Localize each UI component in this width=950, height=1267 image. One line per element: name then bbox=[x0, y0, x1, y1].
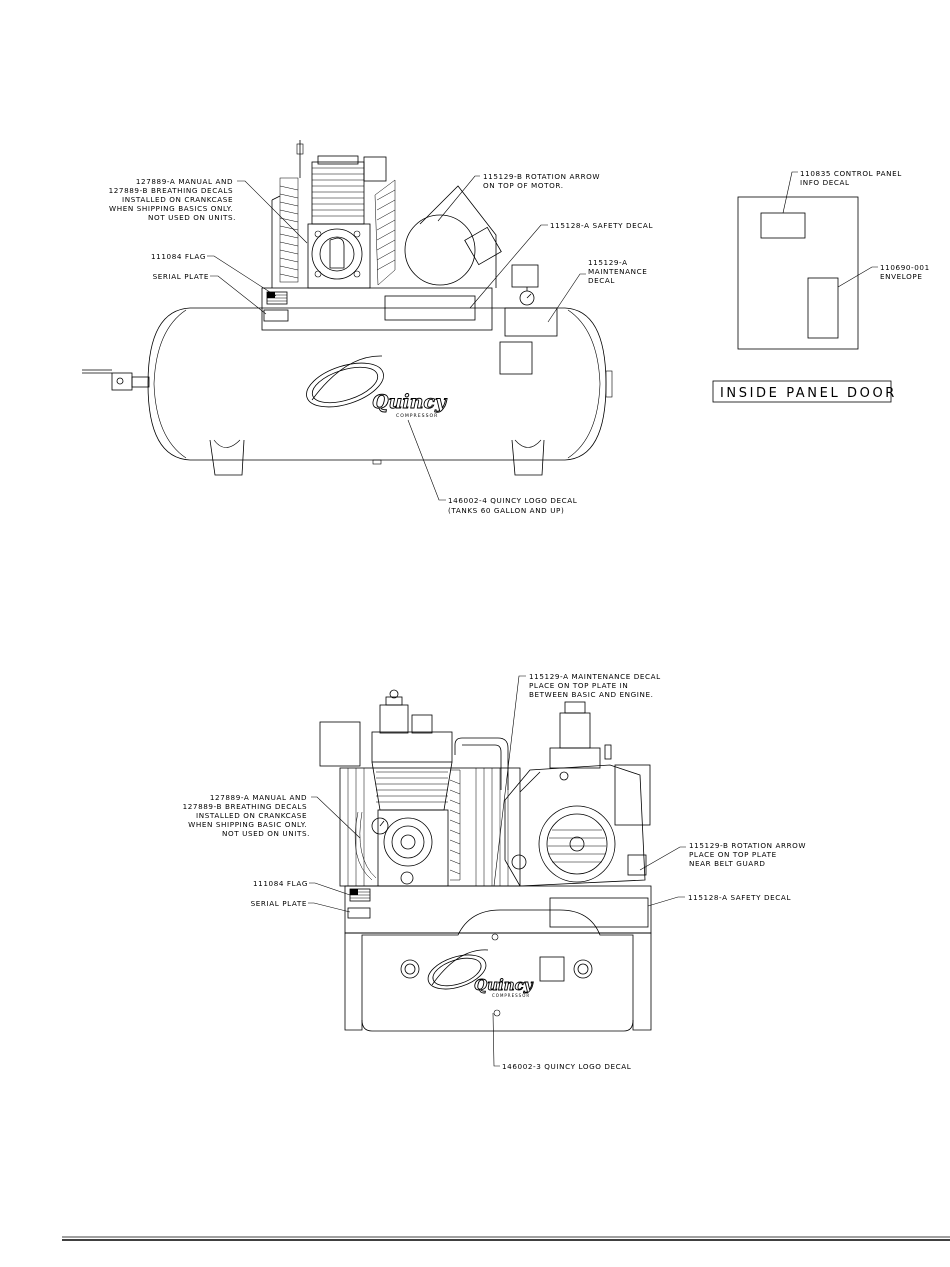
safety-decal-marker bbox=[384, 295, 476, 321]
top-manual-decal-label: 127889-A MANUAL AND 127889-B BREATHING D… bbox=[109, 177, 236, 222]
logo-subtext-2: COMPRESSOR bbox=[492, 993, 530, 998]
top-logo-decal-label: 146002-4 QUINCY LOGO DECAL (TANKS 60 GAL… bbox=[448, 496, 580, 515]
bottom-logo-decal-label: 146002-3 QUINCY LOGO DECAL bbox=[502, 1062, 631, 1071]
top-rotation-arrow-label: 115129-B ROTATION ARROW ON TOP OF MOTOR. bbox=[483, 172, 603, 190]
bottom-flag-label: 111084 FLAG bbox=[253, 879, 308, 888]
engine-fan-icon bbox=[538, 805, 616, 883]
panel-door-drawing: 110835 CONTROL PANEL INFO DECAL 110690-0… bbox=[712, 169, 933, 403]
safety-decal-marker-2 bbox=[549, 897, 649, 928]
logo-brand-2: Quincy bbox=[474, 976, 534, 994]
top-flag-label: 111084 FLAG bbox=[151, 252, 206, 261]
serial-plate-marker bbox=[263, 309, 289, 322]
logo-brand: Quincy bbox=[372, 391, 448, 413]
top-callouts: 127889-A MANUAL AND 127889-B BREATHING D… bbox=[109, 172, 653, 515]
control-panel-decal-label: 110835 CONTROL PANEL INFO DECAL bbox=[800, 169, 905, 187]
top-safety-decal-label: 115128-A SAFETY DECAL bbox=[550, 221, 653, 230]
bottom-maintenance-decal-label: 115129-A MAINTENANCE DECAL PLACE ON TOP … bbox=[529, 672, 664, 699]
tank-compressor-drawing: Quincy COMPRESSOR bbox=[82, 140, 613, 476]
bottom-callout-leaders bbox=[308, 675, 686, 1067]
flag-icon bbox=[266, 291, 288, 305]
serial-plate-marker-2 bbox=[347, 907, 371, 919]
bottom-serial-plate-label: SERIAL PLATE bbox=[251, 899, 307, 908]
control-panel-decal-marker bbox=[760, 212, 806, 239]
logo-subtext: COMPRESSOR bbox=[396, 413, 438, 419]
quincy-logo-2: Quincy COMPRESSOR bbox=[427, 949, 534, 998]
footer-rule bbox=[62, 1236, 950, 1241]
pressure-gauge-icon bbox=[371, 817, 389, 835]
bottom-callouts: 115129-A MAINTENANCE DECAL PLACE ON TOP … bbox=[183, 672, 809, 1071]
top-serial-plate-label: SERIAL PLATE bbox=[153, 272, 209, 281]
top-callout-leaders bbox=[207, 175, 586, 501]
top-maintenance-decal-label: 115129-A MAINTENANCE DECAL bbox=[588, 258, 650, 285]
inside-panel-door-caption: INSIDE PANEL DOOR bbox=[720, 386, 897, 401]
bottom-manual-decal-label: 127889-A MANUAL AND 127889-B BREATHING D… bbox=[183, 793, 310, 838]
drain-valve-icon bbox=[82, 369, 150, 391]
quincy-logo: Quincy COMPRESSOR bbox=[306, 355, 448, 419]
engine-compressor-drawing: Quincy COMPRESSOR bbox=[319, 689, 652, 1032]
bottom-rotation-arrow-label: 115129-B ROTATION ARROW PLACE ON TOP PLA… bbox=[689, 841, 809, 868]
flag-icon-2 bbox=[349, 888, 371, 902]
envelope-marker bbox=[807, 277, 839, 339]
bottom-safety-decal-label: 115128-A SAFETY DECAL bbox=[688, 893, 791, 902]
envelope-label: 110690-001 ENVELOPE bbox=[880, 263, 933, 281]
